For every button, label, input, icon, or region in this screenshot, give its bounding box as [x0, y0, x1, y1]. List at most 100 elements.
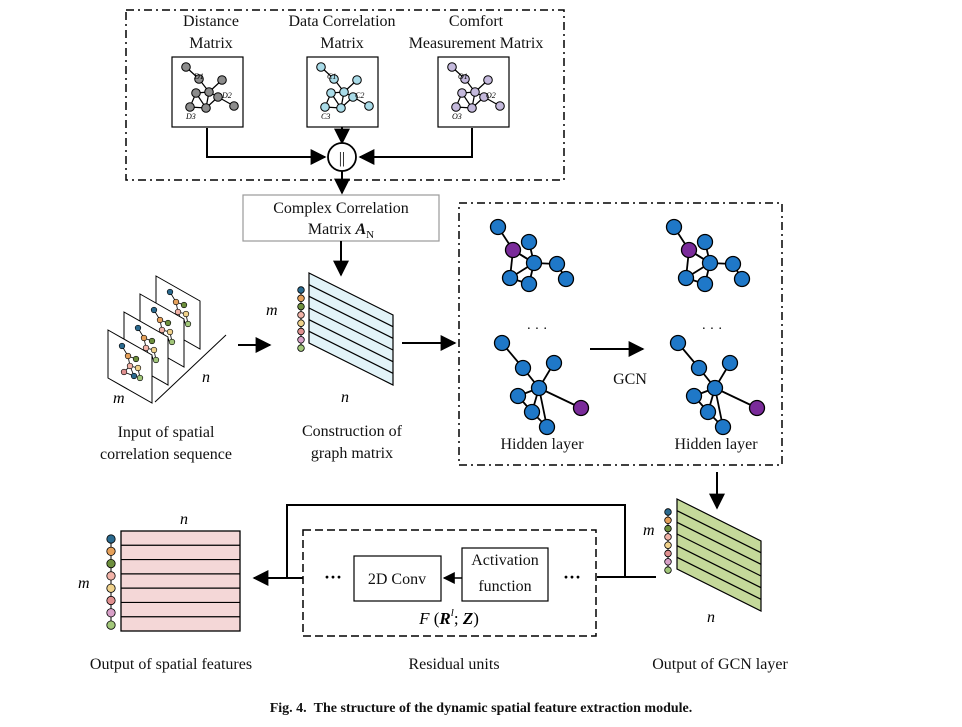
gcn-node [724, 255, 742, 273]
sequence-node [297, 336, 305, 344]
graph-node [451, 102, 461, 112]
graph-node [495, 101, 505, 111]
hidden-layer-right: Hidden layer [674, 436, 758, 453]
distance-graph [181, 62, 239, 113]
gcn-node [489, 218, 507, 236]
gcn-node [509, 387, 527, 405]
residual-dots-left: ··· [324, 567, 342, 587]
gcn-graphs [489, 218, 766, 436]
sequence-node [106, 583, 116, 593]
complex-matrix-subscript: N [366, 229, 374, 241]
figure-caption: Fig. 4. The structure of the dynamic spa… [0, 701, 962, 717]
correlation-node-label-2: C2 [355, 91, 364, 100]
gcn-node [748, 399, 766, 417]
graph-node [352, 75, 362, 85]
graph-node [336, 103, 346, 113]
page-node [142, 344, 150, 352]
gcn-region [458, 202, 783, 466]
input-n-label: n [202, 369, 210, 386]
correlation-graph [316, 62, 374, 113]
distance-matrix-title-1: Distance [183, 13, 239, 30]
page-node [150, 306, 158, 314]
sequence-node [106, 571, 116, 581]
sequence-node [106, 558, 116, 569]
correlation-node-label-1: C1 [327, 72, 336, 81]
graph-matrix-title-2: graph matrix [311, 445, 393, 462]
correlation-matrix-title-2: Matrix [320, 35, 364, 52]
page-node [132, 355, 140, 363]
spatial-output-n-label: n [180, 511, 188, 528]
conv2d-box [353, 555, 442, 602]
graph-node [447, 62, 457, 72]
complex-correlation-line1: Complex Correlation [273, 200, 409, 217]
graph-node [316, 62, 326, 72]
sequence-node [297, 319, 305, 327]
gcn-dots-right: · · · [702, 322, 723, 337]
graph-node [204, 87, 214, 97]
graph-node [329, 74, 339, 84]
page-node [148, 337, 156, 345]
page-node [184, 320, 192, 328]
matrix-row-line [676, 533, 762, 577]
caption-text: The structure of the dynamic spatial fea… [313, 701, 693, 716]
gcn-node [514, 359, 532, 377]
activation-label-1: Activation [471, 552, 539, 569]
graph-node [181, 62, 191, 72]
graph-matrix [297, 272, 394, 386]
residual-region [302, 529, 597, 637]
sequence-node [664, 533, 672, 541]
sequence-node [106, 534, 116, 544]
gcn-node [733, 270, 751, 288]
gcn-node [520, 275, 538, 293]
distance-node-label-3: D3 [185, 112, 196, 121]
page-node [136, 374, 144, 382]
sequence-node [297, 302, 305, 311]
page-node [118, 342, 126, 350]
graph-node [229, 101, 239, 111]
sequence-node [664, 566, 672, 574]
gcn-node [696, 275, 714, 293]
formula-F: F [418, 609, 430, 628]
matrix-row-line [676, 510, 762, 554]
page-node [180, 301, 188, 309]
graph-node [348, 92, 358, 102]
graph-matrix-n-label: n [341, 389, 349, 406]
skip-connection-line [286, 504, 656, 578]
residual-formula: F (Rl; Z) [418, 607, 479, 628]
formula-close: ) [473, 609, 479, 628]
gcn-output-n-label: n [707, 609, 715, 626]
formula-R: R [438, 609, 450, 628]
matrix-row-line [308, 319, 394, 363]
activation-label-2: function [478, 578, 531, 595]
graph-node [483, 75, 493, 85]
gcn-node [721, 354, 739, 372]
graph-node [213, 92, 223, 102]
top-matrices-region [125, 9, 565, 181]
correlation-matrix-box: C1 C2 C3 [306, 56, 379, 128]
input-sequence-stack [107, 275, 201, 404]
spatial-output-title: Output of spatial features [90, 656, 252, 673]
graph-matrix-title-1: Construction of [302, 423, 403, 440]
page-node [164, 319, 172, 327]
sequence-node [297, 286, 305, 294]
gcn-node [701, 254, 719, 272]
page-node [134, 324, 142, 332]
gcn-output-title: Output of GCN layer [652, 656, 788, 673]
sequence-depth-line [154, 334, 227, 403]
comfort-node-label-3: O3 [452, 112, 462, 121]
input-title-2: correlation sequence [100, 446, 232, 463]
gcn-dots-left: · · · [527, 322, 548, 337]
matrix-row-line [308, 295, 394, 339]
comfort-matrix-title-2: Measurement Matrix [409, 35, 544, 52]
comfort-node-label-1: O1 [458, 72, 468, 81]
gcn-node [572, 399, 590, 417]
formula-open: ( [430, 609, 440, 628]
distance-matrix-box: D1 D2 D3 [171, 56, 244, 128]
graph-node [339, 87, 349, 97]
comfort-matrix-box: O1 O2 O3 [437, 56, 510, 128]
graph-node [364, 101, 374, 111]
sequence-node [664, 508, 672, 516]
distance-node-label-1: D1 [193, 72, 204, 81]
gcn-node [677, 269, 695, 287]
page-node [134, 364, 142, 372]
